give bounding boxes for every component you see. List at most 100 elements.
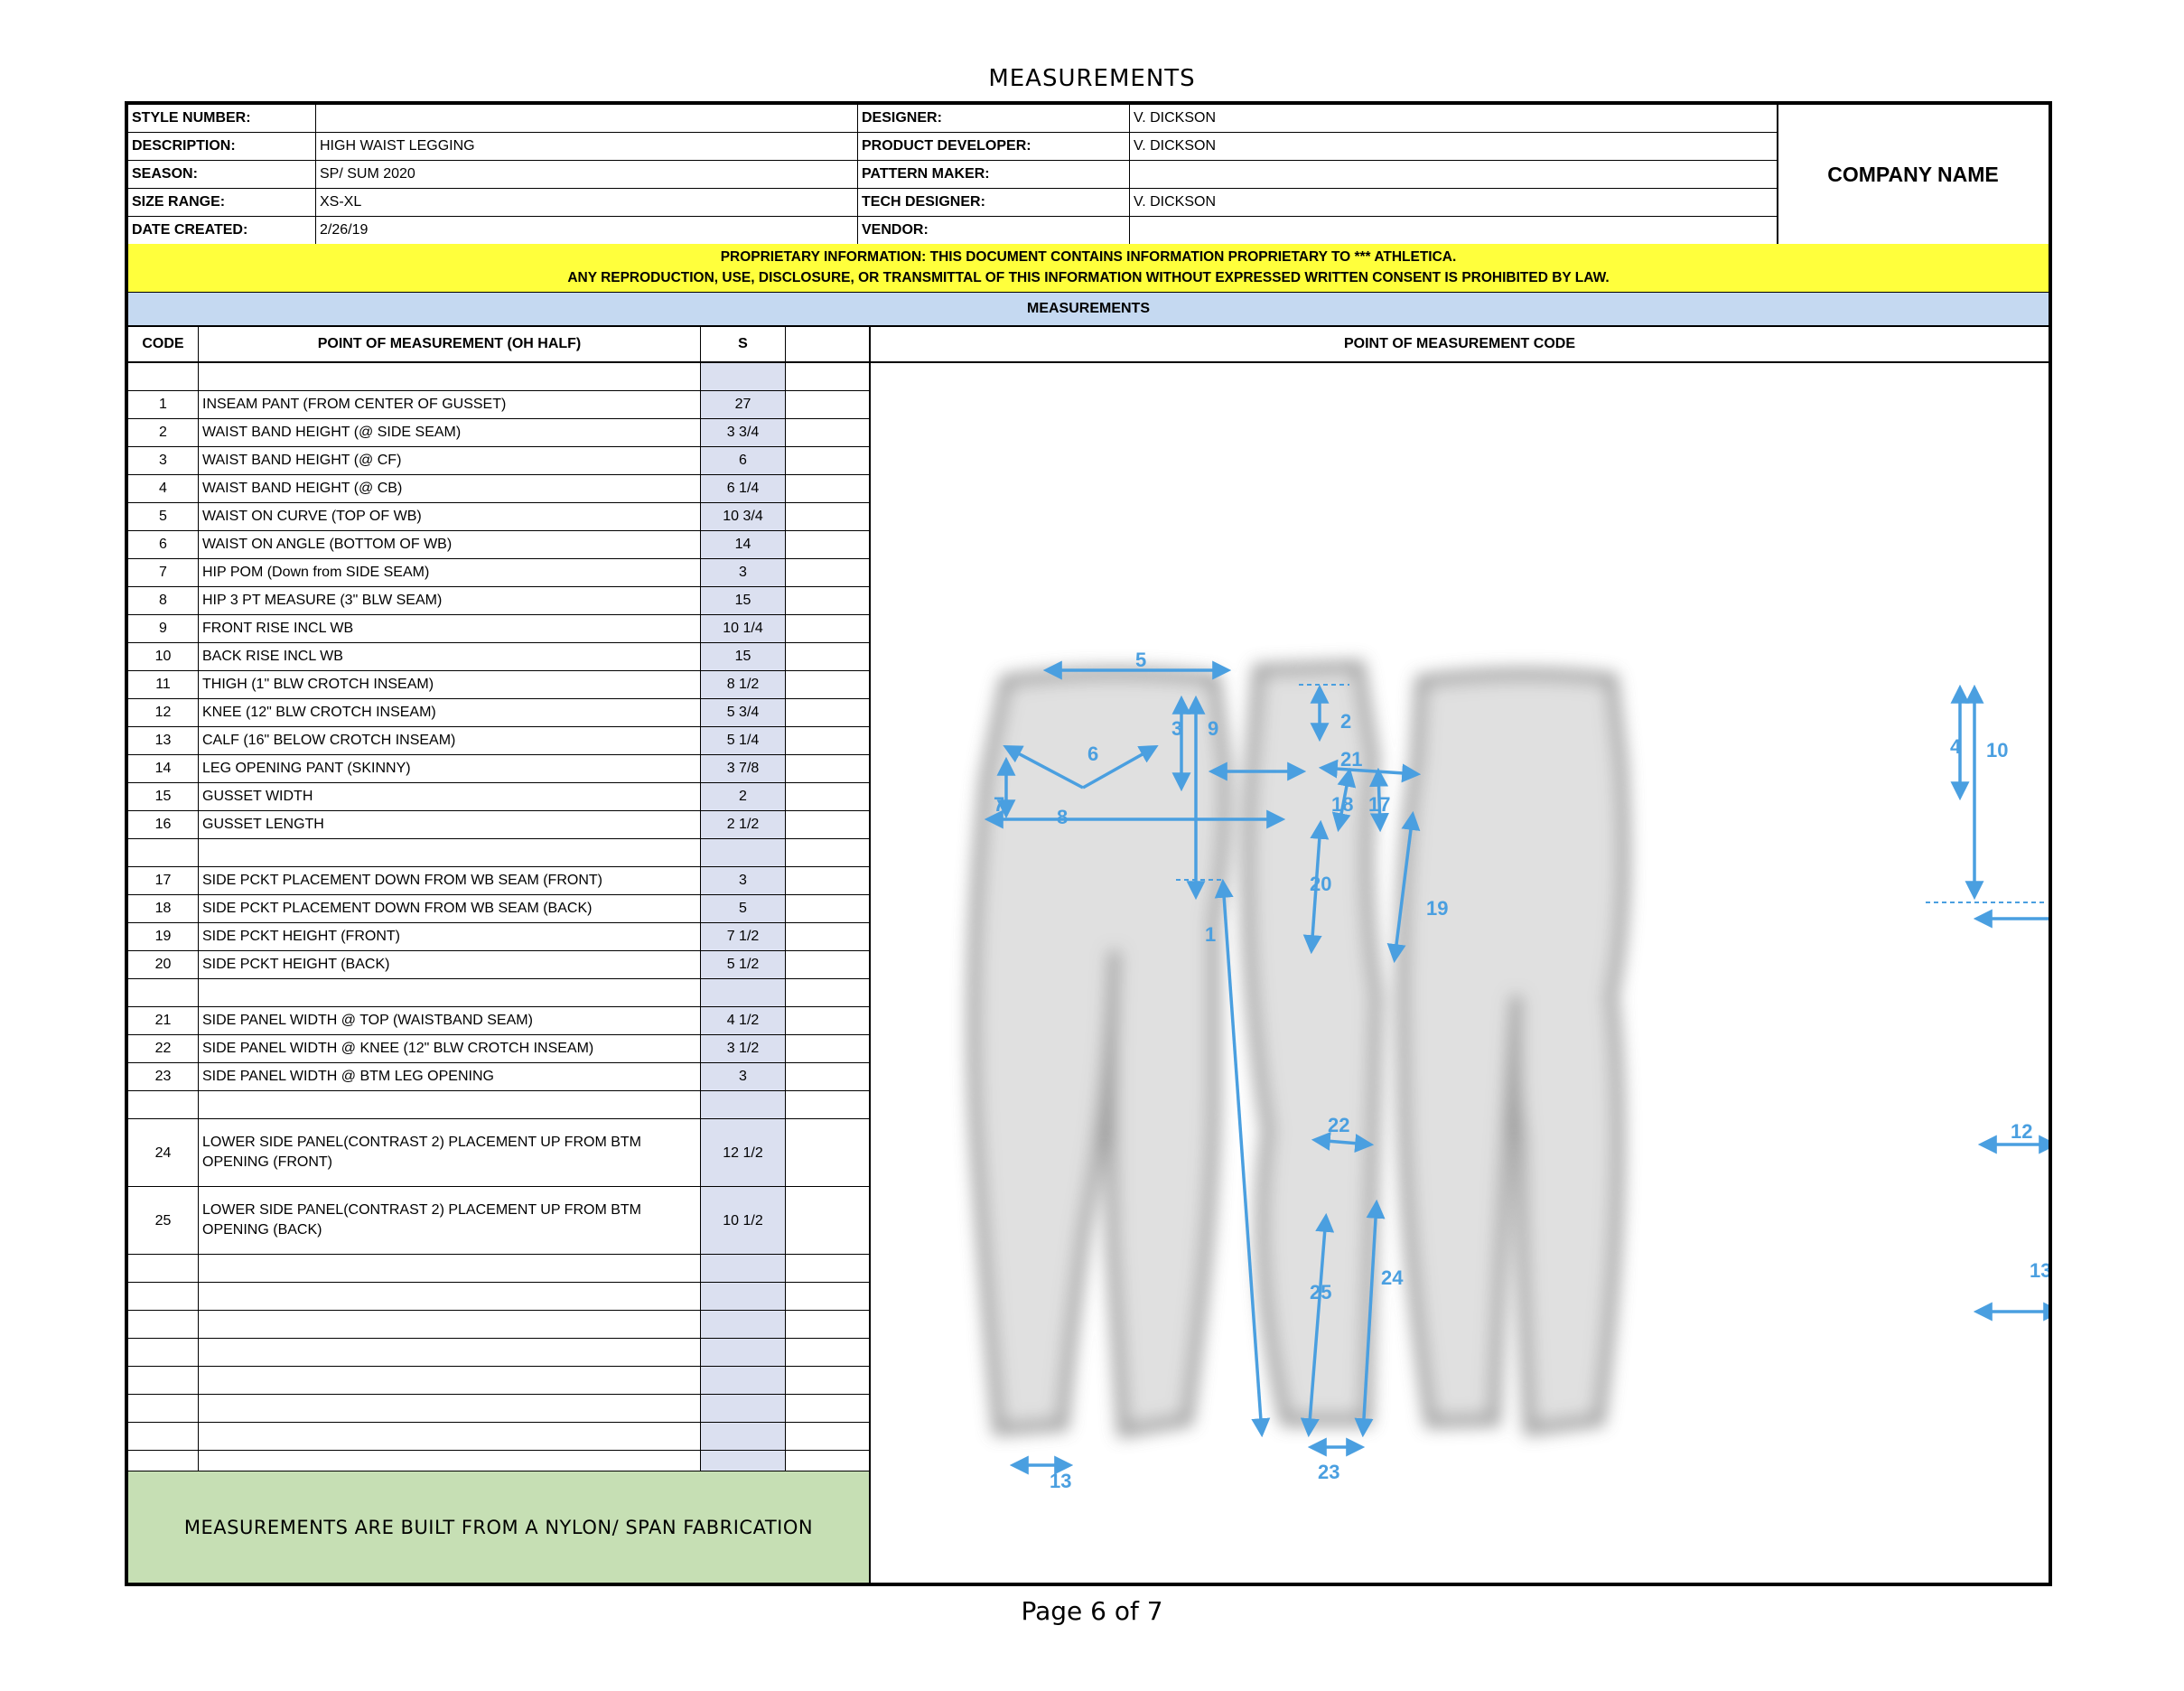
pom-code-label: 25 bbox=[1310, 1281, 1331, 1303]
pom-cell: FRONT RISE INCL WB bbox=[199, 615, 701, 642]
header-value: HIGH WAIST LEGGING bbox=[316, 133, 858, 160]
size-s-cell bbox=[701, 1339, 786, 1366]
table-row bbox=[128, 363, 871, 391]
extra-cell bbox=[786, 1035, 871, 1062]
extra-cell bbox=[786, 1395, 871, 1422]
table-row bbox=[128, 839, 871, 867]
pom-code-label: 24 bbox=[1381, 1266, 1404, 1289]
section-title: MEASUREMENTS bbox=[128, 293, 2049, 327]
extra-cell bbox=[786, 1311, 871, 1338]
size-s-cell: 10 3/4 bbox=[701, 503, 786, 530]
size-s-cell bbox=[701, 1423, 786, 1450]
page-number: Page 6 of 7 bbox=[1021, 1596, 1163, 1626]
extra-cell bbox=[786, 951, 871, 978]
pom-code-label: 23 bbox=[1318, 1461, 1339, 1483]
pom-cell: SIDE PCKT PLACEMENT DOWN FROM WB SEAM (F… bbox=[199, 867, 701, 894]
size-s-cell: 5 3/4 bbox=[701, 699, 786, 726]
code-cell: 9 bbox=[128, 615, 199, 642]
extra-cell bbox=[786, 447, 871, 474]
pom-code-label: 1 bbox=[1205, 923, 1216, 946]
code-cell: 18 bbox=[128, 895, 199, 922]
extra-cell bbox=[786, 643, 871, 670]
extra-cell bbox=[786, 1255, 871, 1282]
code-cell: 6 bbox=[128, 531, 199, 558]
pom-cell: WAIST BAND HEIGHT (@ SIDE SEAM) bbox=[199, 419, 701, 446]
extra-cell bbox=[786, 699, 871, 726]
pom-cell bbox=[199, 1367, 701, 1394]
header-label: VENDOR: bbox=[858, 217, 1130, 245]
header-label: PATTERN MAKER: bbox=[858, 161, 1130, 188]
pom-cell bbox=[199, 1395, 701, 1422]
pom-code-label: 8 bbox=[1057, 806, 1068, 828]
extra-cell bbox=[786, 559, 871, 586]
extra-cell bbox=[786, 979, 871, 1006]
table-row bbox=[128, 1283, 871, 1311]
pom-code-label: 10 bbox=[1986, 739, 2008, 761]
pom-code-label: 13 bbox=[2030, 1259, 2049, 1282]
size-s-cell: 3 bbox=[701, 1063, 786, 1090]
code-cell: 1 bbox=[128, 391, 199, 418]
code-cell bbox=[128, 1367, 199, 1394]
size-s-cell bbox=[701, 979, 786, 1006]
pom-cell: SIDE PCKT HEIGHT (FRONT) bbox=[199, 923, 701, 950]
pom-cell: THIGH (1" BLW CROTCH INSEAM) bbox=[199, 671, 701, 698]
extra-cell bbox=[786, 615, 871, 642]
pom-cell bbox=[199, 1451, 701, 1478]
size-s-cell: 15 bbox=[701, 643, 786, 670]
code-cell: 20 bbox=[128, 951, 199, 978]
code-cell bbox=[128, 1091, 199, 1118]
size-s-cell: 4 1/2 bbox=[701, 1007, 786, 1034]
pom-cell: WAIST ON CURVE (TOP OF WB) bbox=[199, 503, 701, 530]
pom-cell: BACK RISE INCL WB bbox=[199, 643, 701, 670]
pom-code-label: 3 bbox=[1171, 717, 1182, 740]
size-s-cell: 7 1/2 bbox=[701, 923, 786, 950]
size-s-cell: 6 1/4 bbox=[701, 475, 786, 502]
front-legging-sketch bbox=[967, 667, 1232, 1439]
pom-cell bbox=[199, 1339, 701, 1366]
pom-code-label: 18 bbox=[1331, 793, 1353, 816]
pom-cell: LOWER SIDE PANEL(CONTRAST 2) PLACEMENT U… bbox=[199, 1119, 701, 1186]
size-s-cell: 5 1/2 bbox=[701, 951, 786, 978]
pom-code-label: 6 bbox=[1087, 743, 1098, 765]
pom-code-label: 17 bbox=[1368, 793, 1390, 816]
size-s-cell bbox=[701, 1367, 786, 1394]
extra-cell bbox=[786, 727, 871, 754]
pom-code-label: 9 bbox=[1208, 717, 1218, 740]
pom-code-label: 4 bbox=[1950, 735, 1962, 758]
extra-cell bbox=[786, 1187, 871, 1254]
extra-cell bbox=[786, 419, 871, 446]
extra-cell bbox=[786, 1007, 871, 1034]
size-s-cell: 6 bbox=[701, 447, 786, 474]
code-cell: 8 bbox=[128, 587, 199, 614]
pom-code-label: 7 bbox=[994, 793, 1004, 816]
pom-cell bbox=[199, 363, 701, 390]
size-s-cell bbox=[701, 1311, 786, 1338]
header-value: V. DICKSON bbox=[1130, 133, 1778, 160]
notice-line-1: PROPRIETARY INFORMATION: THIS DOCUMENT C… bbox=[720, 249, 1457, 265]
size-s-cell: 3 bbox=[701, 559, 786, 586]
size-s-cell: 3 bbox=[701, 867, 786, 894]
code-cell: 2 bbox=[128, 419, 199, 446]
code-cell: 24 bbox=[128, 1119, 199, 1186]
code-cell: 15 bbox=[128, 783, 199, 810]
extra-cell bbox=[786, 1451, 871, 1478]
pom-cell: SIDE PANEL WIDTH @ KNEE (12" BLW CROTCH … bbox=[199, 1035, 701, 1062]
pom-cell: WAIST BAND HEIGHT (@ CF) bbox=[199, 447, 701, 474]
size-s-cell: 5 1/4 bbox=[701, 727, 786, 754]
extra-cell bbox=[786, 1339, 871, 1366]
